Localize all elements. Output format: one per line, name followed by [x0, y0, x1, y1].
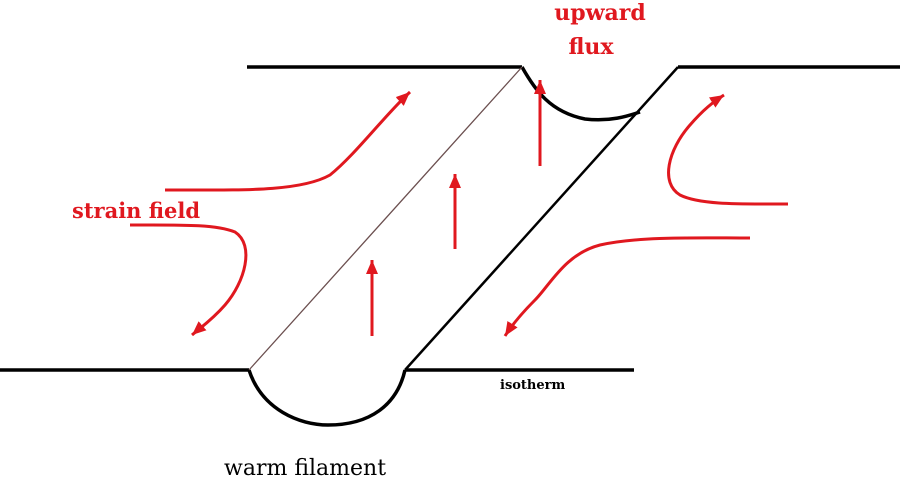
strain-arrow-upper-left	[164, 90, 412, 192]
strain-arrow-upper-right	[667, 93, 789, 206]
isotherm-label: isotherm	[500, 378, 566, 393]
upper-trough-curve	[520, 66, 641, 122]
strain-field-label: strain field	[72, 198, 200, 223]
upward-arrows	[366, 80, 546, 336]
isotherm-lines	[0, 65, 900, 427]
filament-right-edge	[404, 66, 679, 371]
warm-filament-label: warm filament	[224, 456, 386, 478]
strain-arrow-lower-right	[503, 236, 751, 337]
strain-arrow-lower-left	[129, 223, 248, 337]
upward-flux-label-line2: flux	[568, 34, 614, 60]
upward-flux-label-line1: upward	[554, 0, 646, 26]
lower-bulge-curve	[247, 369, 407, 427]
filament-left-edge	[248, 66, 523, 371]
strain-field-arrows	[129, 90, 789, 337]
